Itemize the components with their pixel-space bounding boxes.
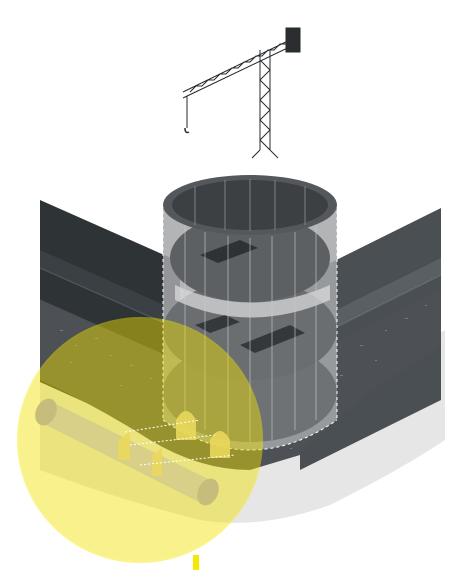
callout-leader (193, 555, 199, 570)
tower-crane-icon (183, 28, 300, 158)
